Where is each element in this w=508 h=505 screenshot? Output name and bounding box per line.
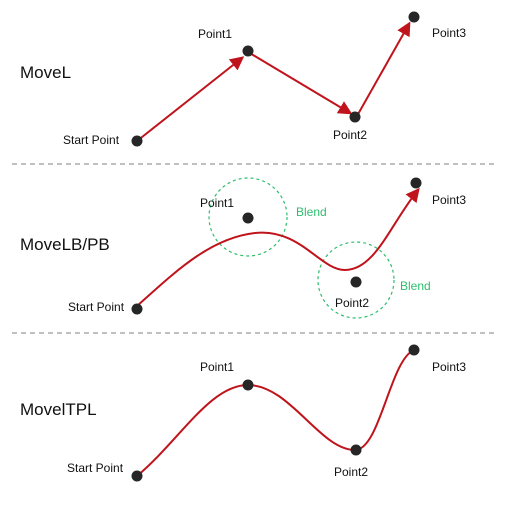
point1-marker [242,379,254,391]
section-moveltpl: MovelTPL Start Point Point1 Point2 Point… [20,344,466,482]
blend-label-point1: Blend [296,205,327,219]
section-title-movel: MoveL [20,63,71,82]
point3-label: Point3 [432,360,466,374]
segment-point1-to-point2 [247,51,353,115]
point2-label: Point2 [335,296,369,310]
point2-label: Point2 [333,128,367,142]
point3-marker [408,11,420,23]
point3-marker [410,177,422,189]
section-movelb-pb: MoveLB/PB Start Point Point1 Point2 Poin… [20,177,466,319]
segment-start-to-point1 [136,56,245,142]
start-point-marker [131,303,143,315]
start-point-label: Start Point [68,300,125,314]
start-point-label: Start Point [63,133,120,147]
start-point-marker [131,470,143,482]
point2-marker [350,444,362,456]
blend-zone-point1 [208,177,288,257]
segment-point2-to-point3 [356,21,411,117]
point2-marker [350,276,362,288]
point1-label: Point1 [198,27,232,41]
blend-zone-point2 [317,241,395,319]
section-movel: MoveL Start Point Point1 Point2 Point3 [20,11,466,147]
point1-label: Point1 [200,360,234,374]
section-title-moveltpl: MovelTPL [20,400,97,419]
blended-path [136,187,420,307]
interpolated-path [136,349,415,477]
section-title-movelb-pb: MoveLB/PB [20,235,110,254]
point3-marker [408,344,420,356]
point3-label: Point3 [432,26,466,40]
point3-label: Point3 [432,193,466,207]
point2-marker [349,111,361,123]
point2-label: Point2 [334,465,368,479]
point1-marker [242,212,254,224]
point1-marker [242,45,254,57]
start-point-marker [131,135,143,147]
start-point-label: Start Point [67,461,124,475]
point1-label: Point1 [200,196,234,210]
blend-label-point2: Blend [400,279,431,293]
